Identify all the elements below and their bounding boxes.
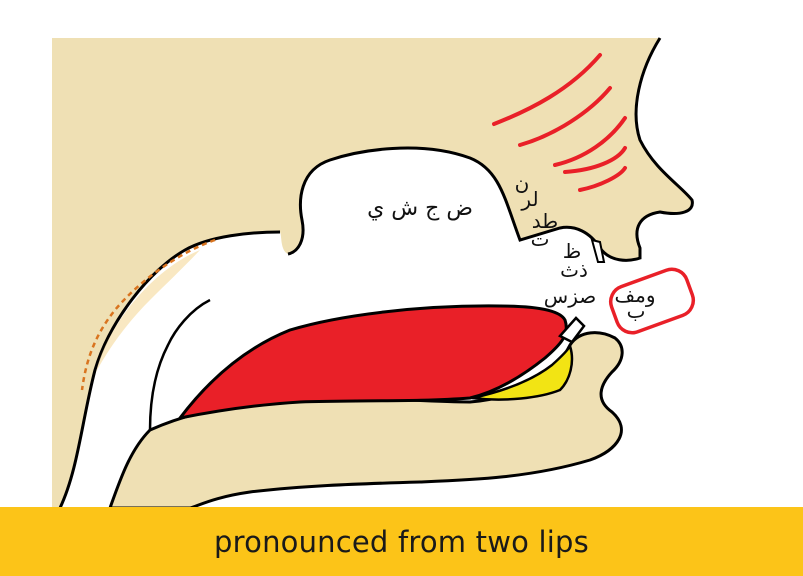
- nasal-resonance-strokes: [492, 53, 627, 192]
- label-sibilants: صزس: [544, 284, 596, 308]
- label-labial-1: ومف: [614, 283, 655, 307]
- label-dental-2: ذث: [560, 258, 588, 282]
- throat-outline: [58, 230, 281, 509]
- lips-highlight-box: [608, 267, 696, 335]
- label-dental-1: ظ: [563, 239, 582, 263]
- lower-tooth-root: [471, 342, 574, 401]
- mouth-cross-section-diagram: ض ج ش ي ن لر طد ت ظ ذث صزس ومف ب: [52, 37, 696, 510]
- label-labial-2: ب: [627, 299, 646, 323]
- label-alveolar-2: لر: [520, 187, 538, 211]
- label-palatal-letters: ض ج ش ي: [367, 196, 473, 221]
- caption-text: pronounced from two lips: [214, 524, 589, 559]
- head-skin-region: [52, 38, 693, 508]
- caption-bar: pronounced from two lips: [0, 507, 803, 576]
- label-alveolar-1: ن: [515, 171, 530, 195]
- pharynx-inner-outline: [148, 298, 211, 431]
- upper-incisor: [590, 238, 606, 263]
- label-alveolar-3: طد: [532, 209, 558, 233]
- lower-incisor: [557, 316, 586, 344]
- label-alveolar-4: ت: [531, 227, 550, 251]
- soft-palate-dashed-line: [80, 238, 216, 391]
